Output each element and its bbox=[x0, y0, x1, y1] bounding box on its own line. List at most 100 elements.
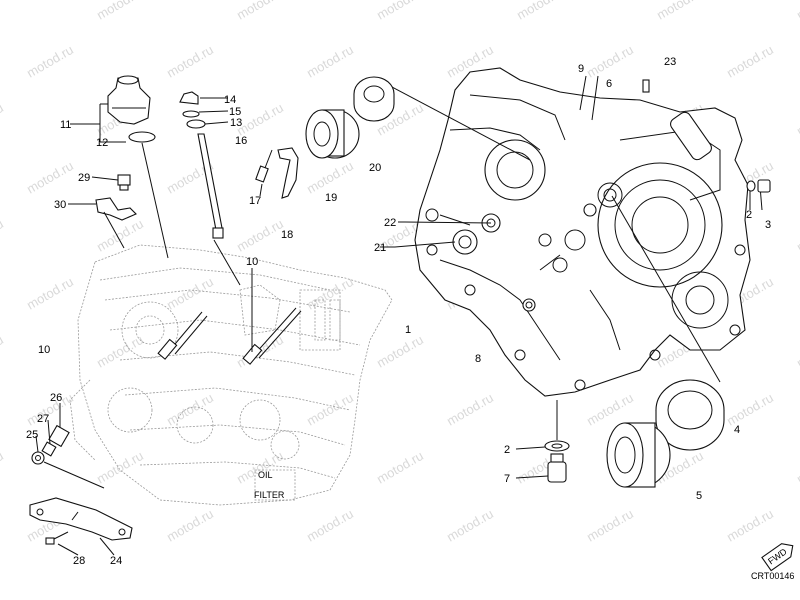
o-ring-part-12 bbox=[128, 131, 156, 143]
callout-16: 16 bbox=[235, 135, 247, 147]
watermark-text: motod.ru bbox=[374, 0, 426, 23]
dowel-pin-part-23 bbox=[642, 79, 650, 93]
callout-7: 7 bbox=[504, 473, 510, 485]
callout-leaders bbox=[35, 123, 549, 556]
callout-1: 1 bbox=[405, 324, 411, 336]
washer-part-2 bbox=[544, 440, 570, 452]
oil-seal-part-4 bbox=[655, 379, 725, 451]
watermark-text: motod.ru bbox=[444, 506, 496, 545]
callout-28: 28 bbox=[73, 555, 85, 567]
watermark-text: motod.ru bbox=[0, 448, 6, 487]
callout-10b: 10 bbox=[38, 344, 50, 356]
callout-3: 3 bbox=[765, 219, 771, 231]
watermark-text: motod.ru bbox=[794, 448, 800, 487]
engine-block-outline bbox=[69, 244, 393, 506]
watermark-text: motod.ru bbox=[24, 274, 76, 313]
washer-part-15 bbox=[182, 110, 200, 118]
oil-label: OIL bbox=[258, 470, 273, 480]
watermark-text: motod.ru bbox=[514, 0, 566, 23]
bearing-part-18 bbox=[305, 109, 360, 159]
callout-23: 23 bbox=[664, 56, 676, 68]
oil-seal-part-20 bbox=[353, 76, 395, 122]
watermark-text: motod.ru bbox=[164, 390, 216, 429]
watermark-text: motod.ru bbox=[794, 216, 800, 255]
watermark-text: motod.ru bbox=[164, 506, 216, 545]
watermark-text: motod.ru bbox=[0, 0, 6, 23]
callout-10a: 10 bbox=[246, 256, 258, 268]
watermark-text: motod.ru bbox=[584, 42, 636, 81]
diagram-code: CRT00146 bbox=[751, 571, 794, 581]
watermark-text: motod.ru bbox=[444, 390, 496, 429]
watermark-text: motod.ru bbox=[374, 448, 426, 487]
nut-part-25 bbox=[31, 451, 45, 465]
watermark-text: motod.ru bbox=[794, 0, 800, 23]
leader-15 bbox=[198, 110, 229, 113]
watermark-text: motod.ru bbox=[654, 0, 706, 23]
breather-cap-part-11 bbox=[107, 75, 151, 125]
bolt-part-3 bbox=[757, 179, 771, 193]
watermark-text: motod.ru bbox=[94, 448, 146, 487]
watermark-text: motod.ru bbox=[304, 158, 356, 197]
leader-16 bbox=[213, 239, 241, 286]
watermark-text: motod.ru bbox=[374, 332, 426, 371]
callout-29: 29 bbox=[78, 172, 90, 184]
dipstick-tube-part-16 bbox=[197, 133, 224, 239]
drain-plug-part-7 bbox=[547, 453, 567, 483]
callout-27: 27 bbox=[37, 413, 49, 425]
callout-12: 12 bbox=[96, 137, 108, 149]
watermark-text: motod.ru bbox=[304, 274, 356, 313]
callout-22: 22 bbox=[384, 217, 396, 229]
leader-12 bbox=[141, 142, 169, 259]
watermark-text: motod.ru bbox=[234, 448, 286, 487]
callout-25: 25 bbox=[26, 429, 38, 441]
watermark-text: motod.ru bbox=[24, 158, 76, 197]
watermark-text: motod.ru bbox=[0, 216, 6, 255]
bearing-part-5 bbox=[606, 422, 671, 488]
watermark-text: motod.ru bbox=[0, 100, 6, 139]
watermark-text: motod.ru bbox=[724, 506, 776, 545]
callout-layer: 1 2 2 3 4 5 6 7 8 9 10 10 11 12 13 14 15… bbox=[26, 56, 771, 567]
leader-25 bbox=[43, 461, 105, 489]
watermark-text: motod.ru bbox=[0, 332, 6, 371]
callout-21: 21 bbox=[374, 242, 386, 254]
callout-2b: 2 bbox=[746, 209, 752, 221]
fitting-part-26 bbox=[48, 424, 70, 448]
callout-20: 20 bbox=[369, 162, 381, 174]
callout-26: 26 bbox=[50, 392, 62, 404]
callout-2a: 2 bbox=[504, 444, 510, 456]
watermark-text: motod.ru bbox=[724, 42, 776, 81]
watermark-text: motod.ru bbox=[234, 0, 286, 23]
crankcase-housing bbox=[414, 67, 751, 397]
leader-13 bbox=[204, 121, 229, 125]
bolt-part-29 bbox=[117, 174, 131, 191]
bracket-part-30 bbox=[95, 197, 137, 249]
callout-30: 30 bbox=[54, 199, 66, 211]
clip-part-19 bbox=[277, 147, 299, 199]
callout-19: 19 bbox=[325, 192, 337, 204]
watermark-text: motod.ru bbox=[794, 332, 800, 371]
bolt-part-10a bbox=[157, 311, 208, 360]
watermark-text: motod.ru bbox=[794, 100, 800, 139]
callout-18: 18 bbox=[281, 229, 293, 241]
o-ring-part-13 bbox=[186, 119, 206, 129]
seal-part-27 bbox=[41, 441, 57, 457]
crankcase-leaders bbox=[374, 75, 763, 383]
callout-14: 14 bbox=[224, 94, 236, 106]
callout-9: 9 bbox=[578, 63, 584, 75]
mounting-plate-part-24 bbox=[29, 497, 133, 541]
callout-4: 4 bbox=[734, 424, 740, 436]
callout-13: 13 bbox=[230, 117, 242, 129]
watermark-text: motod.ru bbox=[304, 506, 356, 545]
screw-part-28 bbox=[45, 531, 69, 545]
callout-11: 11 bbox=[60, 119, 71, 131]
callout-5: 5 bbox=[696, 490, 702, 502]
watermark-text: motod.ru bbox=[94, 0, 146, 23]
washer-part-2-right bbox=[746, 180, 756, 192]
watermark-text: motod.ru bbox=[164, 42, 216, 81]
callout-8: 8 bbox=[475, 353, 481, 365]
callout-17: 17 bbox=[249, 195, 261, 207]
dipstick-cap-part-14 bbox=[179, 91, 199, 105]
bolt-part-10b bbox=[242, 307, 302, 365]
callout-24: 24 bbox=[110, 555, 122, 567]
